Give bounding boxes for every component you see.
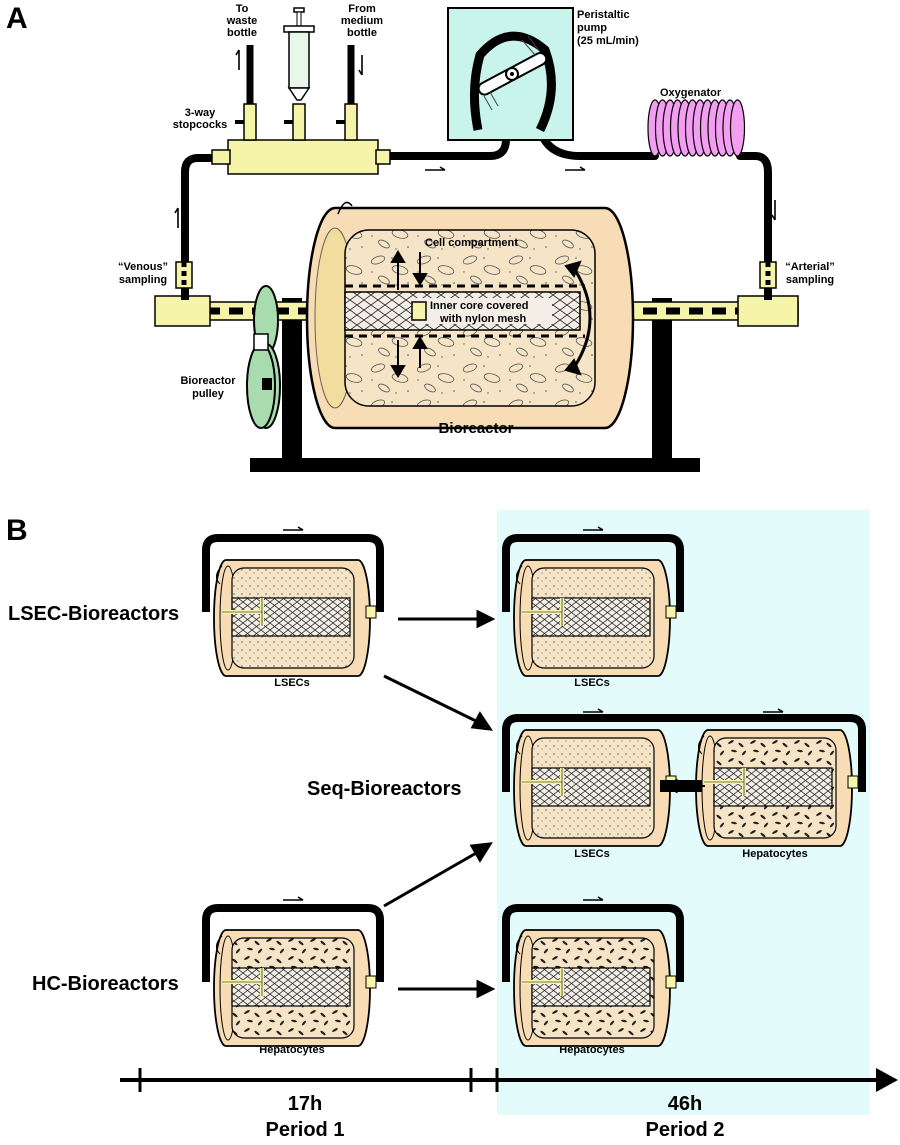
pulley-label-2: pulley — [192, 388, 225, 400]
oxygenator-label: Oxygenator — [660, 87, 722, 99]
medium-label-2: medium — [341, 15, 383, 27]
pulley-label-1: Bioreactor — [180, 375, 236, 387]
venous-label-1: “Venous” — [118, 261, 168, 273]
medium-label-3: bottle — [347, 27, 377, 39]
caption-lsec-p2: LSECs — [574, 677, 609, 689]
panel-a-letter: A — [6, 2, 28, 35]
bioreactor-pulley — [246, 285, 281, 429]
medium-label-1: From — [348, 3, 376, 15]
hepatocyte-bioreactor — [202, 896, 384, 1047]
stopcocks-label-2: stopcocks — [173, 119, 227, 131]
period-2-duration: 46h — [668, 1093, 702, 1115]
row-label-lsec: LSEC-Bioreactors — [8, 603, 179, 625]
oxygenator-coil-turn — [729, 99, 746, 157]
mini-bioreactors — [202, 526, 866, 1047]
caption-seq-hep: Hepatocytes — [742, 848, 807, 860]
bioreactor-vessel — [305, 206, 635, 430]
cell-compartment-label: Cell compartment — [425, 237, 518, 249]
rotation-arrow-top — [337, 201, 353, 215]
caption-hc-p1: Hepatocytes — [259, 1044, 324, 1056]
panel-b-letter: B — [6, 514, 28, 547]
transfer-arrows — [383, 609, 705, 999]
waste-label-1: To — [236, 3, 249, 15]
period-1-duration: 17h — [288, 1093, 322, 1115]
lsec-bioreactor — [202, 526, 384, 677]
hepatocyte-bioreactor — [695, 729, 859, 847]
waste-label-3: bottle — [227, 27, 257, 39]
pump-label-3: (25 mL/min) — [577, 35, 639, 47]
period-2-label: Period 2 — [646, 1119, 725, 1140]
pump-label-2: pump — [577, 22, 607, 34]
timeline — [120, 1068, 898, 1092]
hepatocyte-bioreactor — [502, 896, 684, 1047]
syringe — [283, 7, 315, 101]
arterial-label-2: sampling — [786, 274, 834, 286]
lsec-bioreactor — [513, 729, 677, 847]
row-label-hc: HC-Bioreactors — [32, 973, 179, 995]
bioreactor-stand — [250, 298, 700, 472]
inner-core-label-2: with nylon mesh — [439, 313, 526, 325]
caption-seq-lsec: LSECs — [574, 848, 609, 860]
waste-label-2: waste — [226, 15, 258, 27]
oxygenator-coil — [647, 99, 746, 157]
period-1-label: Period 1 — [266, 1119, 345, 1140]
caption-lsec-p1: LSECs — [274, 677, 309, 689]
lsec-bioreactor — [502, 526, 684, 677]
venous-label-2: sampling — [119, 274, 167, 286]
bioreactor-label: Bioreactor — [438, 420, 513, 437]
flow-arrows — [174, 50, 776, 228]
stopcocks-label-1: 3-way — [185, 107, 216, 119]
compartment-arrows — [390, 250, 592, 378]
pump-label-1: Peristaltic — [577, 9, 630, 21]
row-label-seq: Seq-Bioreactors — [307, 778, 462, 800]
arterial-label-1: “Arterial” — [785, 261, 835, 273]
inner-core-label-1: Inner core covered — [430, 300, 528, 312]
stopcock-manifold — [211, 45, 391, 175]
peristaltic-pump — [447, 7, 574, 141]
caption-hc-p2: Hepatocytes — [559, 1044, 624, 1056]
